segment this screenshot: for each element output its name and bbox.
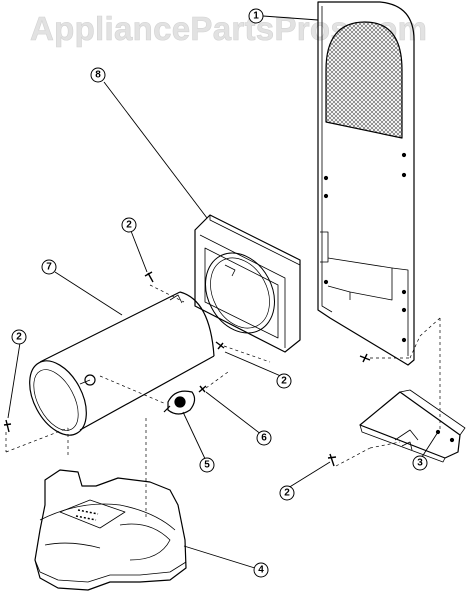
callout-label-2: 2: [126, 220, 132, 231]
callout-2-middle: 2: [276, 373, 292, 389]
vent-grille: [325, 21, 403, 139]
callout-5: 5: [199, 457, 215, 473]
callout-2-top: 2: [121, 217, 137, 233]
callout-label-3: 3: [417, 458, 423, 469]
callout-6: 6: [256, 430, 272, 446]
callout-label-1: 1: [253, 11, 259, 22]
callout-label-7: 7: [46, 262, 52, 273]
callout-label-2: 2: [16, 332, 22, 343]
callout-3: 3: [412, 455, 428, 471]
callout-4: 4: [253, 562, 269, 578]
base-shield-part: [34, 469, 187, 591]
callout-label-8: 8: [95, 70, 101, 81]
callout-label-2: 2: [284, 488, 290, 499]
bracket-part: [359, 389, 466, 463]
callout-2-left: 2: [11, 329, 27, 345]
alignment-lines: [5, 284, 441, 520]
thermostat-part: [163, 390, 196, 415]
callout-label-2: 2: [281, 376, 287, 387]
duct-frame-part: [194, 214, 301, 353]
callout-7: 7: [41, 259, 57, 275]
heater-duct-part: [29, 291, 215, 436]
callout-label-5: 5: [204, 460, 210, 471]
callout-label-6: 6: [261, 433, 267, 444]
callout-1: 1: [248, 8, 264, 24]
callout-label-4: 4: [258, 565, 264, 576]
callout-8: 8: [90, 67, 106, 83]
callout-2-bottom: 2: [279, 485, 295, 501]
rear-panel-part: [317, 1, 415, 366]
screw-parts: [3, 271, 371, 467]
